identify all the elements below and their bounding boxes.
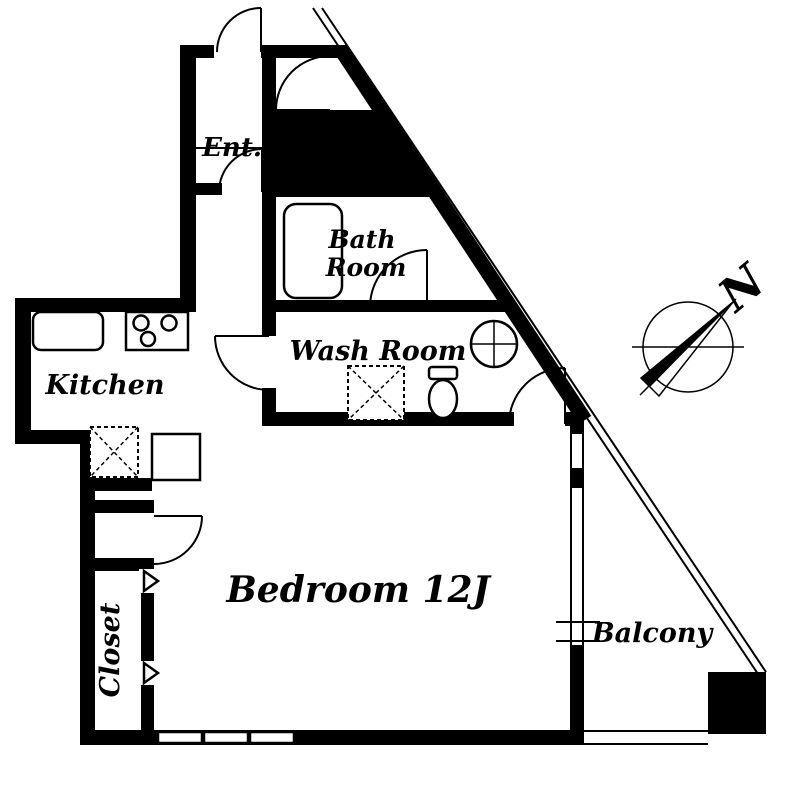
wall-entrance-left <box>180 45 196 307</box>
refrigerator-cross <box>89 426 139 478</box>
toilet-bowl <box>427 378 459 420</box>
burner-icon <box>132 314 150 332</box>
shoe-closet-door-arc <box>275 55 331 111</box>
wall-entrance-bottom <box>196 183 222 195</box>
refrigerator-cross <box>89 426 139 478</box>
boundary-lines <box>312 7 767 745</box>
wall-closet-top <box>88 558 154 571</box>
burner-icon <box>160 314 178 332</box>
wall-fridge-bottom <box>88 478 152 491</box>
wall-kitchen-top <box>15 298 196 312</box>
washroom-label: Wash Room <box>290 336 467 367</box>
closet-door-arrow-icon <box>142 568 161 594</box>
bedroom-label: Bedroom 12J <box>225 569 491 611</box>
wall-top-right <box>261 45 345 58</box>
kitchen-fixtures <box>31 310 202 482</box>
wall-kitchen-left <box>15 298 31 444</box>
bath-fixtures <box>282 202 519 421</box>
entry-door-arc <box>216 7 262 53</box>
storage-door-arc <box>153 515 203 565</box>
closet-door-arrow-icon <box>142 660 161 686</box>
toilet-tank <box>427 365 459 381</box>
bathroom-label-line2: Room <box>325 253 407 282</box>
wall-bath-wash-divider <box>276 300 512 312</box>
closet-label: Closet <box>95 602 126 697</box>
hall-door-arc <box>218 148 263 193</box>
wall-bath-top <box>262 183 432 197</box>
boundary-diagonal-inner <box>312 7 759 675</box>
bath-door-arc <box>369 249 428 308</box>
closet-marks <box>139 568 161 686</box>
wall-right-seg1 <box>570 412 584 434</box>
wall-hall-right-upper <box>262 183 276 336</box>
window-right-upper <box>569 434 585 468</box>
washing-machine-cross <box>347 365 405 421</box>
counter <box>150 432 202 482</box>
window-bottom-1 <box>156 730 204 745</box>
windows <box>156 434 600 745</box>
boundary-corner-block <box>708 672 766 734</box>
window-bottom-2 <box>202 730 250 745</box>
entrance-label: Ent. <box>201 133 262 163</box>
kitchen-label: Kitchen <box>44 370 164 401</box>
doors <box>153 7 566 565</box>
wall-bottom <box>80 730 584 745</box>
boundary-diagonal-outer <box>321 7 767 673</box>
wall-right-seg2 <box>570 468 584 488</box>
washroom-door-arc <box>214 335 270 391</box>
balcony-label: Balcony <box>591 618 715 649</box>
wall-storage-top <box>88 500 154 513</box>
window-bottom-3 <box>248 730 296 745</box>
compass-needle-fill <box>641 302 733 387</box>
burner-icon <box>139 330 157 348</box>
bathroom-label-line1: Bath <box>327 225 395 254</box>
window-right-sliding <box>569 488 585 645</box>
kitchen-sink <box>31 310 105 352</box>
room-labels: Ent. Bath Room Wash Room Kitchen Bedroom… <box>44 133 714 697</box>
balcony-door-arc <box>508 367 566 425</box>
wall-closet-right <box>141 571 154 732</box>
wall-right-seg3 <box>570 645 584 732</box>
bathtub <box>282 202 344 300</box>
wall-kitchen-bottom <box>15 430 95 444</box>
